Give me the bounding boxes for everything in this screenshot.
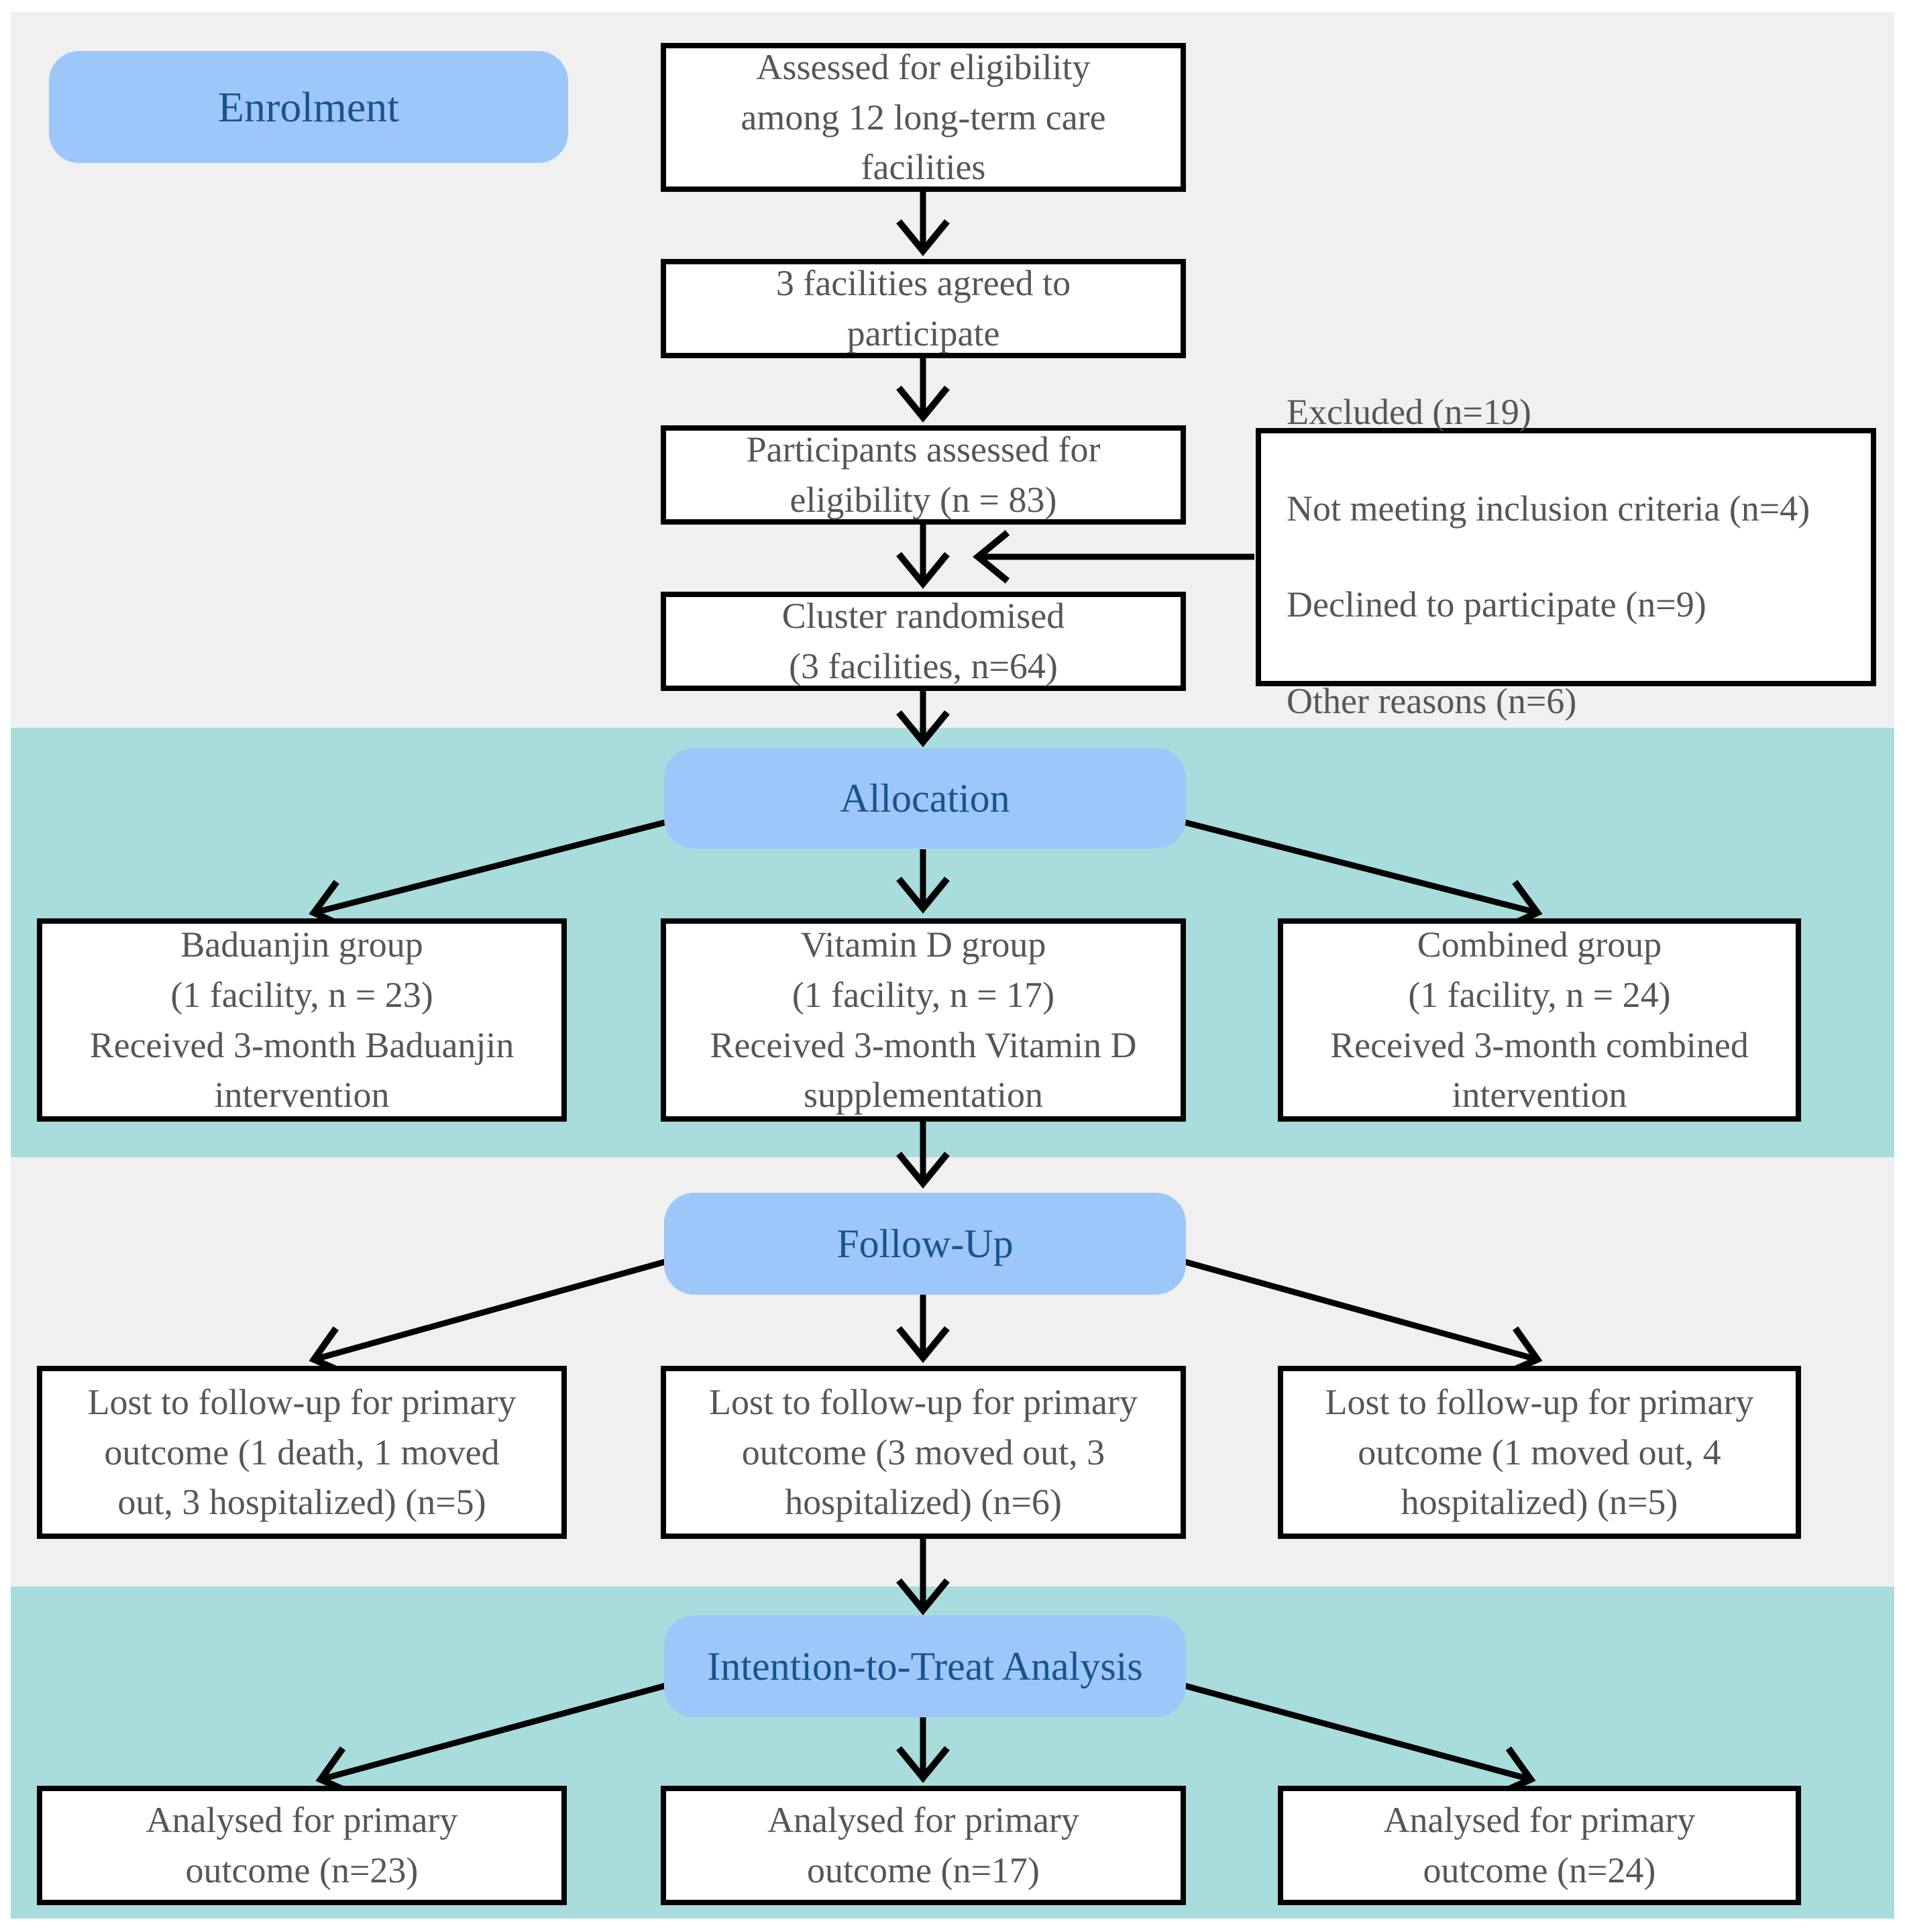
participants-assessed-box: Participants assessed for eligibility (n… xyxy=(661,425,1186,525)
arrow-followup-to-lost-left xyxy=(309,1258,669,1379)
combined-group-box: Combined group (1 facility, n = 24) Rece… xyxy=(1278,918,1801,1122)
lost-vitamin-d-box: Lost to follow-up for primary outcome (3… xyxy=(661,1366,1186,1539)
excluded-line: Not meeting inclusion criteria (n=4) xyxy=(1287,488,1810,529)
allocation-phase-label: Allocation xyxy=(664,748,1186,849)
lost-baduanjin-box: Lost to follow-up for primary outcome (1… xyxy=(37,1366,567,1539)
arrow-itt-to-analysed-right xyxy=(1181,1682,1536,1799)
excluded-box-lines: Excluded (n=19) Not meeting inclusion cr… xyxy=(1287,340,1810,773)
arrow-allocation-to-combined xyxy=(1181,818,1543,932)
assessed-facilities-box: Assessed for eligibility among 12 long-t… xyxy=(661,43,1186,192)
enrolment-phase-label: Enrolment xyxy=(49,51,568,163)
analysed-baduanjin-box: Analysed for primary outcome (n=23) xyxy=(37,1786,567,1905)
analysed-combined-box: Analysed for primary outcome (n=24) xyxy=(1278,1786,1801,1905)
itt-phase-label: Intention-to-Treat Analysis xyxy=(664,1615,1186,1717)
analysed-vitamin-d-box: Analysed for primary outcome (n=17) xyxy=(661,1786,1186,1905)
follow-up-phase-label-text: Follow-Up xyxy=(836,1221,1014,1266)
excluded-box: Excluded (n=19) Not meeting inclusion cr… xyxy=(1256,392,1876,721)
arrow-followup-to-lost-right xyxy=(1181,1258,1543,1379)
cluster-randomised-box: Cluster randomised (3 facilities, n=64) xyxy=(661,592,1186,691)
itt-phase-label-text: Intention-to-Treat Analysis xyxy=(707,1644,1143,1688)
baduanjin-group-box: Baduanjin group (1 facility, n = 23) Rec… xyxy=(37,918,567,1122)
arrow-allocation-to-baduanjin xyxy=(309,818,669,932)
excluded-line: Excluded (n=19) xyxy=(1287,392,1531,433)
facilities-agreed-box: 3 facilities agreed to participate xyxy=(661,259,1186,358)
excluded-line: Declined to participate (n=9) xyxy=(1287,584,1706,625)
lost-combined-box: Lost to follow-up for primary outcome (1… xyxy=(1278,1366,1801,1539)
arrow-itt-to-analysed-left xyxy=(315,1682,669,1799)
follow-up-phase-label: Follow-Up xyxy=(664,1193,1186,1295)
enrolment-phase-label-text: Enrolment xyxy=(217,83,400,131)
vitamin-d-group-box: Vitamin D group (1 facility, n = 17) Rec… xyxy=(661,918,1186,1122)
allocation-phase-label-text: Allocation xyxy=(840,775,1010,820)
excluded-line: Other reasons (n=6) xyxy=(1287,681,1577,722)
